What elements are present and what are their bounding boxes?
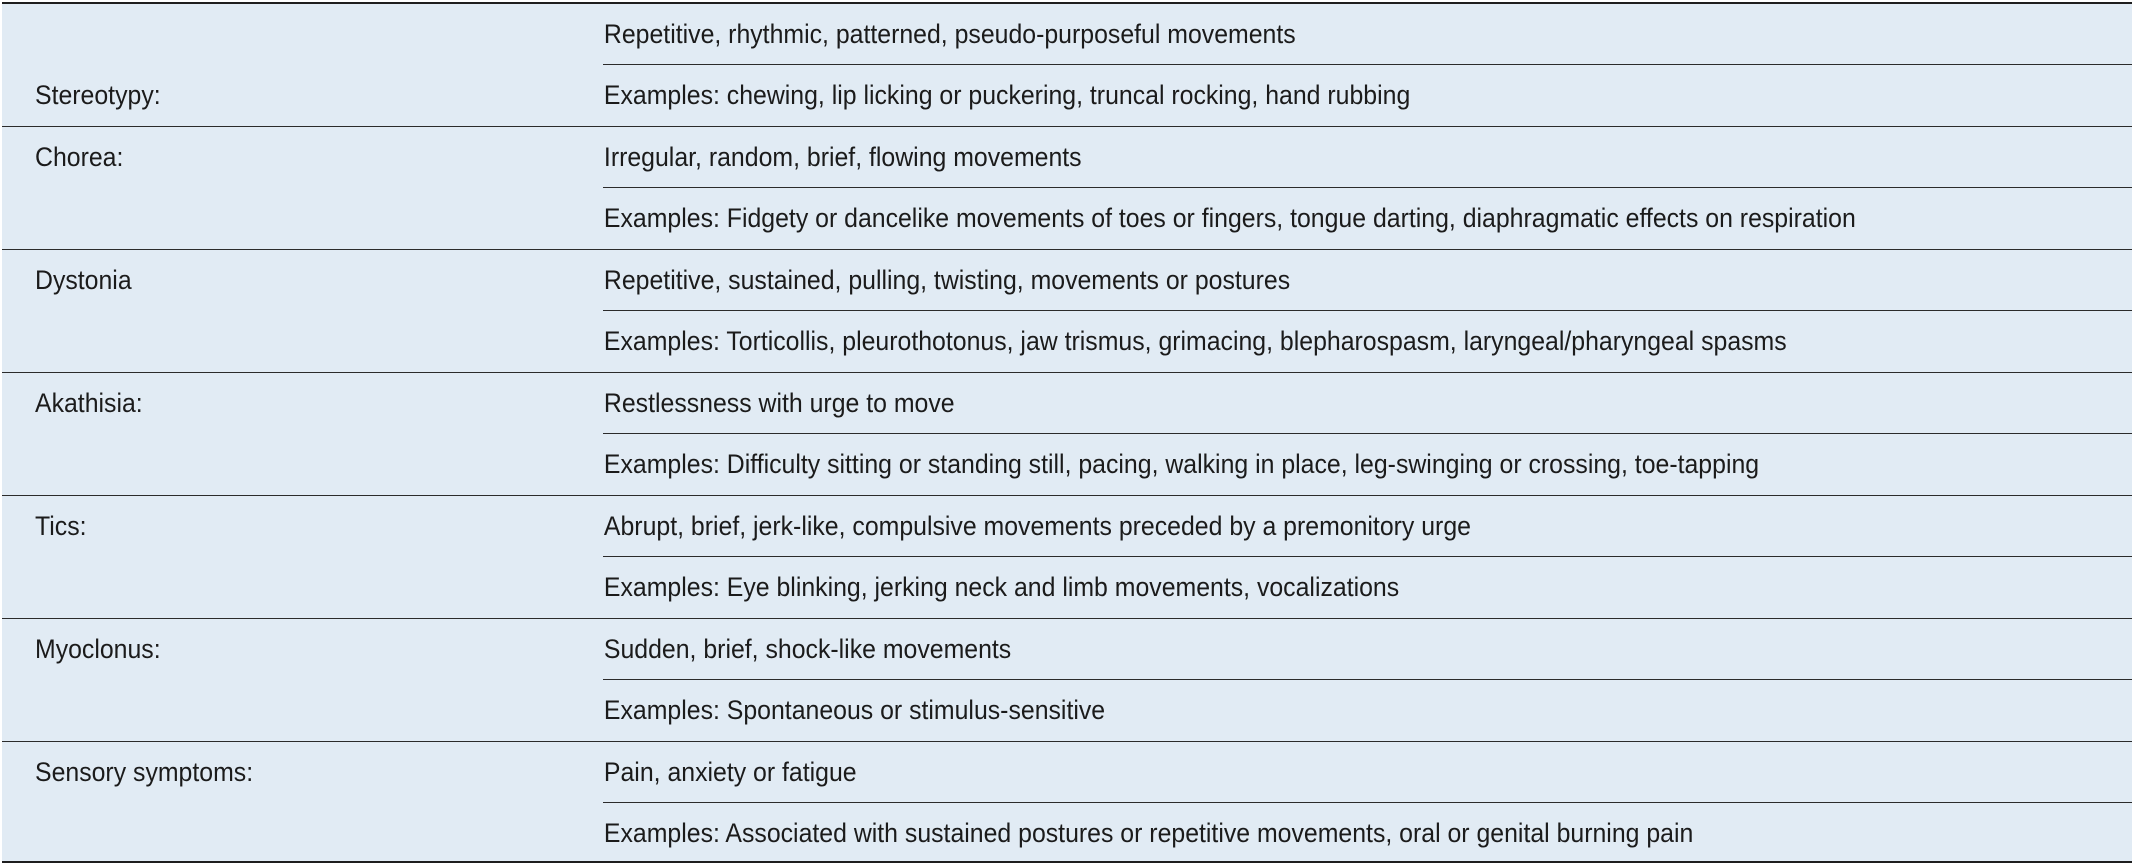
description-text: Repetitive, rhythmic, patterned, pseudo-… <box>603 18 1296 49</box>
description-cell: Abrupt, brief, jerk-like, compulsive mov… <box>603 496 2132 557</box>
row-label: Sensory symptoms: <box>35 757 254 787</box>
description-cell: Pain, anxiety or fatigue <box>603 742 2132 803</box>
examples-text: Examples: Eye blinking, jerking neck and… <box>603 572 1400 602</box>
table-row-akathisia: Akathisia: Restlessness with urge to mov… <box>2 373 2132 496</box>
row-label: Akathisia: <box>35 388 143 418</box>
description-text: Irregular, random, brief, flowing moveme… <box>603 141 1082 172</box>
examples-cell: Examples: Associated with sustained post… <box>603 803 2132 864</box>
description-text: Restlessness with urge to move <box>603 387 955 418</box>
table-row-chorea: Chorea: Irregular, random, brief, flowin… <box>2 127 2132 250</box>
table-row-myoclonus: Myoclonus: Sudden, brief, shock-like mov… <box>2 619 2132 742</box>
examples-text: Examples: Associated with sustained post… <box>603 818 1694 848</box>
table-row-sensory-symptoms: Sensory symptoms: Pain, anxiety or fatig… <box>2 742 2132 865</box>
description-cell: Repetitive, sustained, pulling, twisting… <box>603 250 2132 311</box>
description-cell: Repetitive, rhythmic, patterned, pseudo-… <box>603 4 2132 65</box>
row-label: Dystonia <box>35 265 132 295</box>
row-label: Myoclonus: <box>35 634 161 664</box>
table-row-stereotypy: Stereotypy: Repetitive, rhythmic, patter… <box>2 4 2132 127</box>
description-text: Pain, anxiety or fatigue <box>603 756 857 787</box>
examples-cell: Examples: Torticollis, pleurothotonus, j… <box>603 311 2132 372</box>
description-text: Sudden, brief, shock-like movements <box>603 633 1012 664</box>
examples-cell: Examples: Difficulty sitting or standing… <box>603 434 2132 495</box>
examples-cell: Examples: chewing, lip licking or pucker… <box>603 65 2132 126</box>
examples-cell: Examples: Eye blinking, jerking neck and… <box>603 557 2132 618</box>
examples-text: Examples: Torticollis, pleurothotonus, j… <box>603 326 1787 356</box>
examples-text: Examples: Difficulty sitting or standing… <box>603 449 1760 479</box>
examples-text: Examples: chewing, lip licking or pucker… <box>603 80 1411 110</box>
examples-text: Examples: Fidgety or dancelike movements… <box>603 203 1856 233</box>
examples-cell: Examples: Fidgety or dancelike movements… <box>603 188 2132 249</box>
examples-cell: Examples: Spontaneous or stimulus-sensit… <box>603 680 2132 741</box>
row-label: Tics: <box>35 511 87 541</box>
examples-text: Examples: Spontaneous or stimulus-sensit… <box>603 695 1106 725</box>
table-row-tics: Tics: Abrupt, brief, jerk-like, compulsi… <box>2 496 2132 619</box>
description-cell: Sudden, brief, shock-like movements <box>603 619 2132 680</box>
description-cell: Irregular, random, brief, flowing moveme… <box>603 127 2132 188</box>
row-label: Stereotypy: <box>35 80 161 110</box>
table-row-dystonia: Dystonia Repetitive, sustained, pulling,… <box>2 250 2132 373</box>
description-cell: Restlessness with urge to move <box>603 373 2132 434</box>
row-label: Chorea: <box>35 142 124 172</box>
description-text: Abrupt, brief, jerk-like, compulsive mov… <box>603 510 1471 541</box>
description-text: Repetitive, sustained, pulling, twisting… <box>603 264 1291 295</box>
